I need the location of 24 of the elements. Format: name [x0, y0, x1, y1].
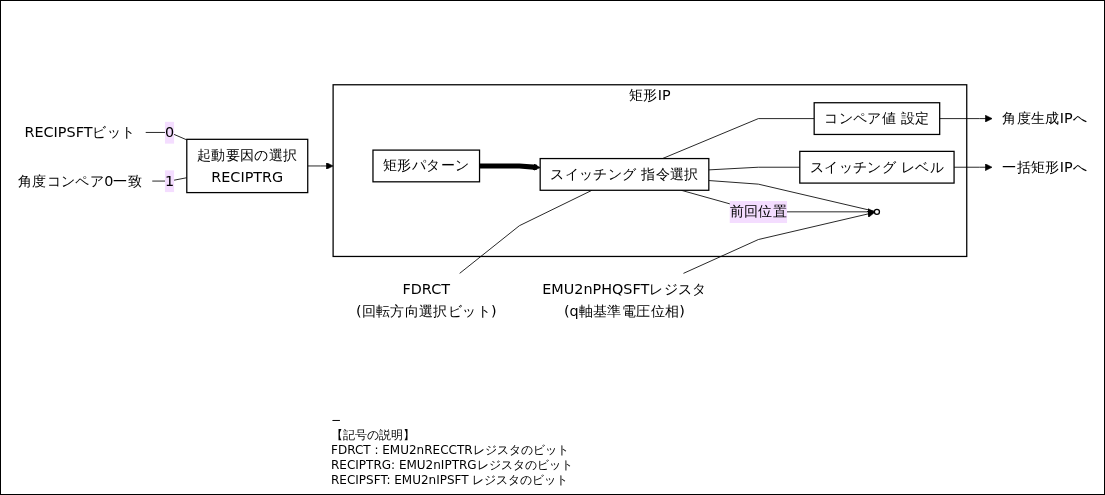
note-text: 【記号の説明】: [331, 428, 416, 443]
note-text: RECIPSFT: EMU2nIPSFT レジスタのビット: [331, 473, 570, 488]
note-text: −: [331, 413, 343, 428]
edge-label: 1: [164, 172, 175, 190]
node-box: 起動要因の選択 RECIPTRG: [186, 138, 309, 194]
note-text: FDRCT : EMU2nRECCTRレジスタのビット: [331, 443, 570, 458]
edge-label: 前回位置: [729, 203, 788, 220]
connector: [145, 132, 188, 141]
edge-label: 0: [164, 123, 175, 141]
node-text: FDRCT (回転方向選択ビット): [355, 280, 497, 319]
node-box: スイッチング レベル: [799, 151, 955, 184]
connector: [708, 180, 875, 212]
node-text: EMU2nPHQSFTレジスタ (q軸基準電圧位相): [542, 280, 707, 319]
node-text: 角度生成IPへ: [1002, 109, 1088, 127]
node-box: コンペア値 設定: [813, 102, 941, 136]
node-text: 一括矩形IPへ: [1002, 158, 1088, 176]
arrow: [479, 163, 541, 172]
node-text: 角度コンペア0一致: [17, 172, 143, 190]
note-text: RECIPTRG: EMU2nIPTRGレジスタのビット: [331, 458, 573, 473]
node-circle: [873, 208, 881, 216]
connector: [662, 118, 815, 160]
node-text: RECIPSFTビット: [24, 123, 136, 141]
node-box: スイッチング 指令選択: [539, 158, 710, 192]
node-box: 矩形パターン: [372, 149, 481, 183]
